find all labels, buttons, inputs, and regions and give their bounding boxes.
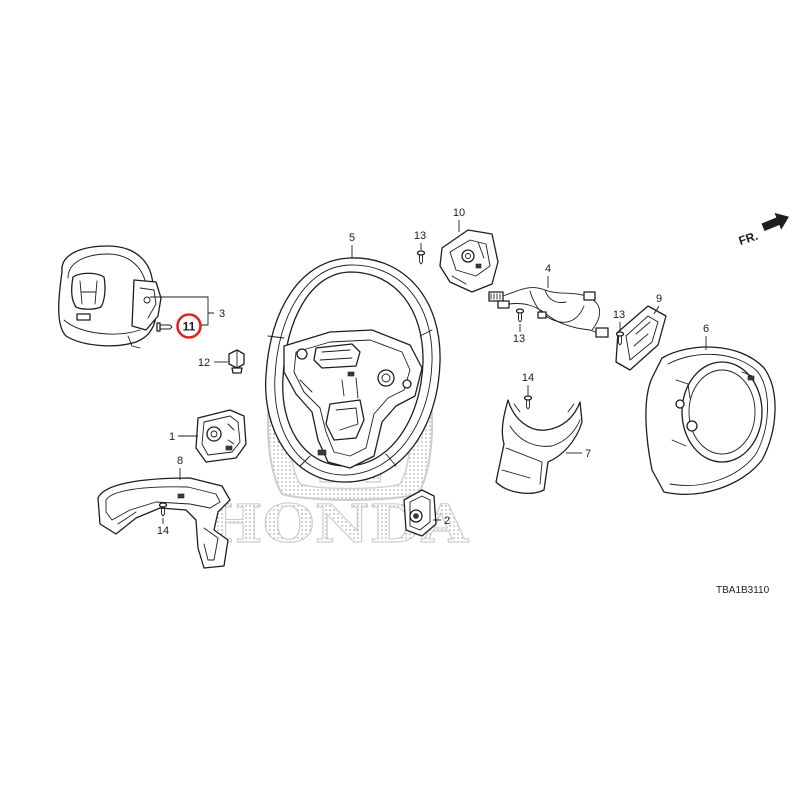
callout-5[interactable]: 5 [349,232,355,244]
callout-10[interactable]: 10 [453,207,465,219]
switch-bracket-9 [615,305,667,371]
callout-14-right[interactable]: 14 [522,372,534,384]
screw-13-upper [416,250,426,265]
screw-14-left [158,502,168,517]
front-direction-indicator: FR. [737,212,789,248]
steering-wheel [265,257,441,483]
airbag-module [58,245,162,349]
screw-11 [156,322,173,332]
callout-11-highlight-ring [176,313,202,339]
arrow-right-icon [761,212,789,231]
callout-11-group[interactable]: 11 [176,313,202,339]
callout-2[interactable]: 2 [444,515,450,527]
callouts: 1 2 3 4 5 6 7 8 9 10 11 12 13 13 13 14 1… [157,207,709,537]
switch-2 [403,489,437,537]
airbag-badge [76,313,91,321]
callout-7[interactable]: 7 [585,448,591,460]
switch-assembly-1 [195,409,247,463]
callout-1[interactable]: 1 [169,431,175,443]
lower-garnish-7 [495,399,583,494]
lower-garnish-8 [97,477,231,569]
wire-harness-4 [488,287,609,338]
bolt-12 [228,349,245,374]
callout-13-upper[interactable]: 13 [414,230,426,242]
switch-assembly-10 [439,229,499,293]
diagram-code: TBA1B3110 [716,585,770,596]
callout-11[interactable]: 11 [183,320,196,334]
callout-12[interactable]: 12 [198,357,210,369]
front-direction-label: FR. [737,229,760,248]
callout-3[interactable]: 3 [219,308,225,320]
callout-8[interactable]: 8 [177,455,183,467]
lower-cover-6 [645,346,776,495]
callout-13-middle[interactable]: 13 [513,333,525,345]
screw-14-right [523,395,533,410]
screw-13-middle [515,308,525,323]
callout-9[interactable]: 9 [656,293,662,305]
callout-13-right[interactable]: 13 [613,309,625,321]
screw-13-right [615,331,625,346]
callout-14-left[interactable]: 14 [157,525,169,537]
honda-emblem-icon [71,272,106,310]
callout-4[interactable]: 4 [545,263,551,275]
callout-6[interactable]: 6 [703,323,709,335]
leader-lines [150,220,707,524]
